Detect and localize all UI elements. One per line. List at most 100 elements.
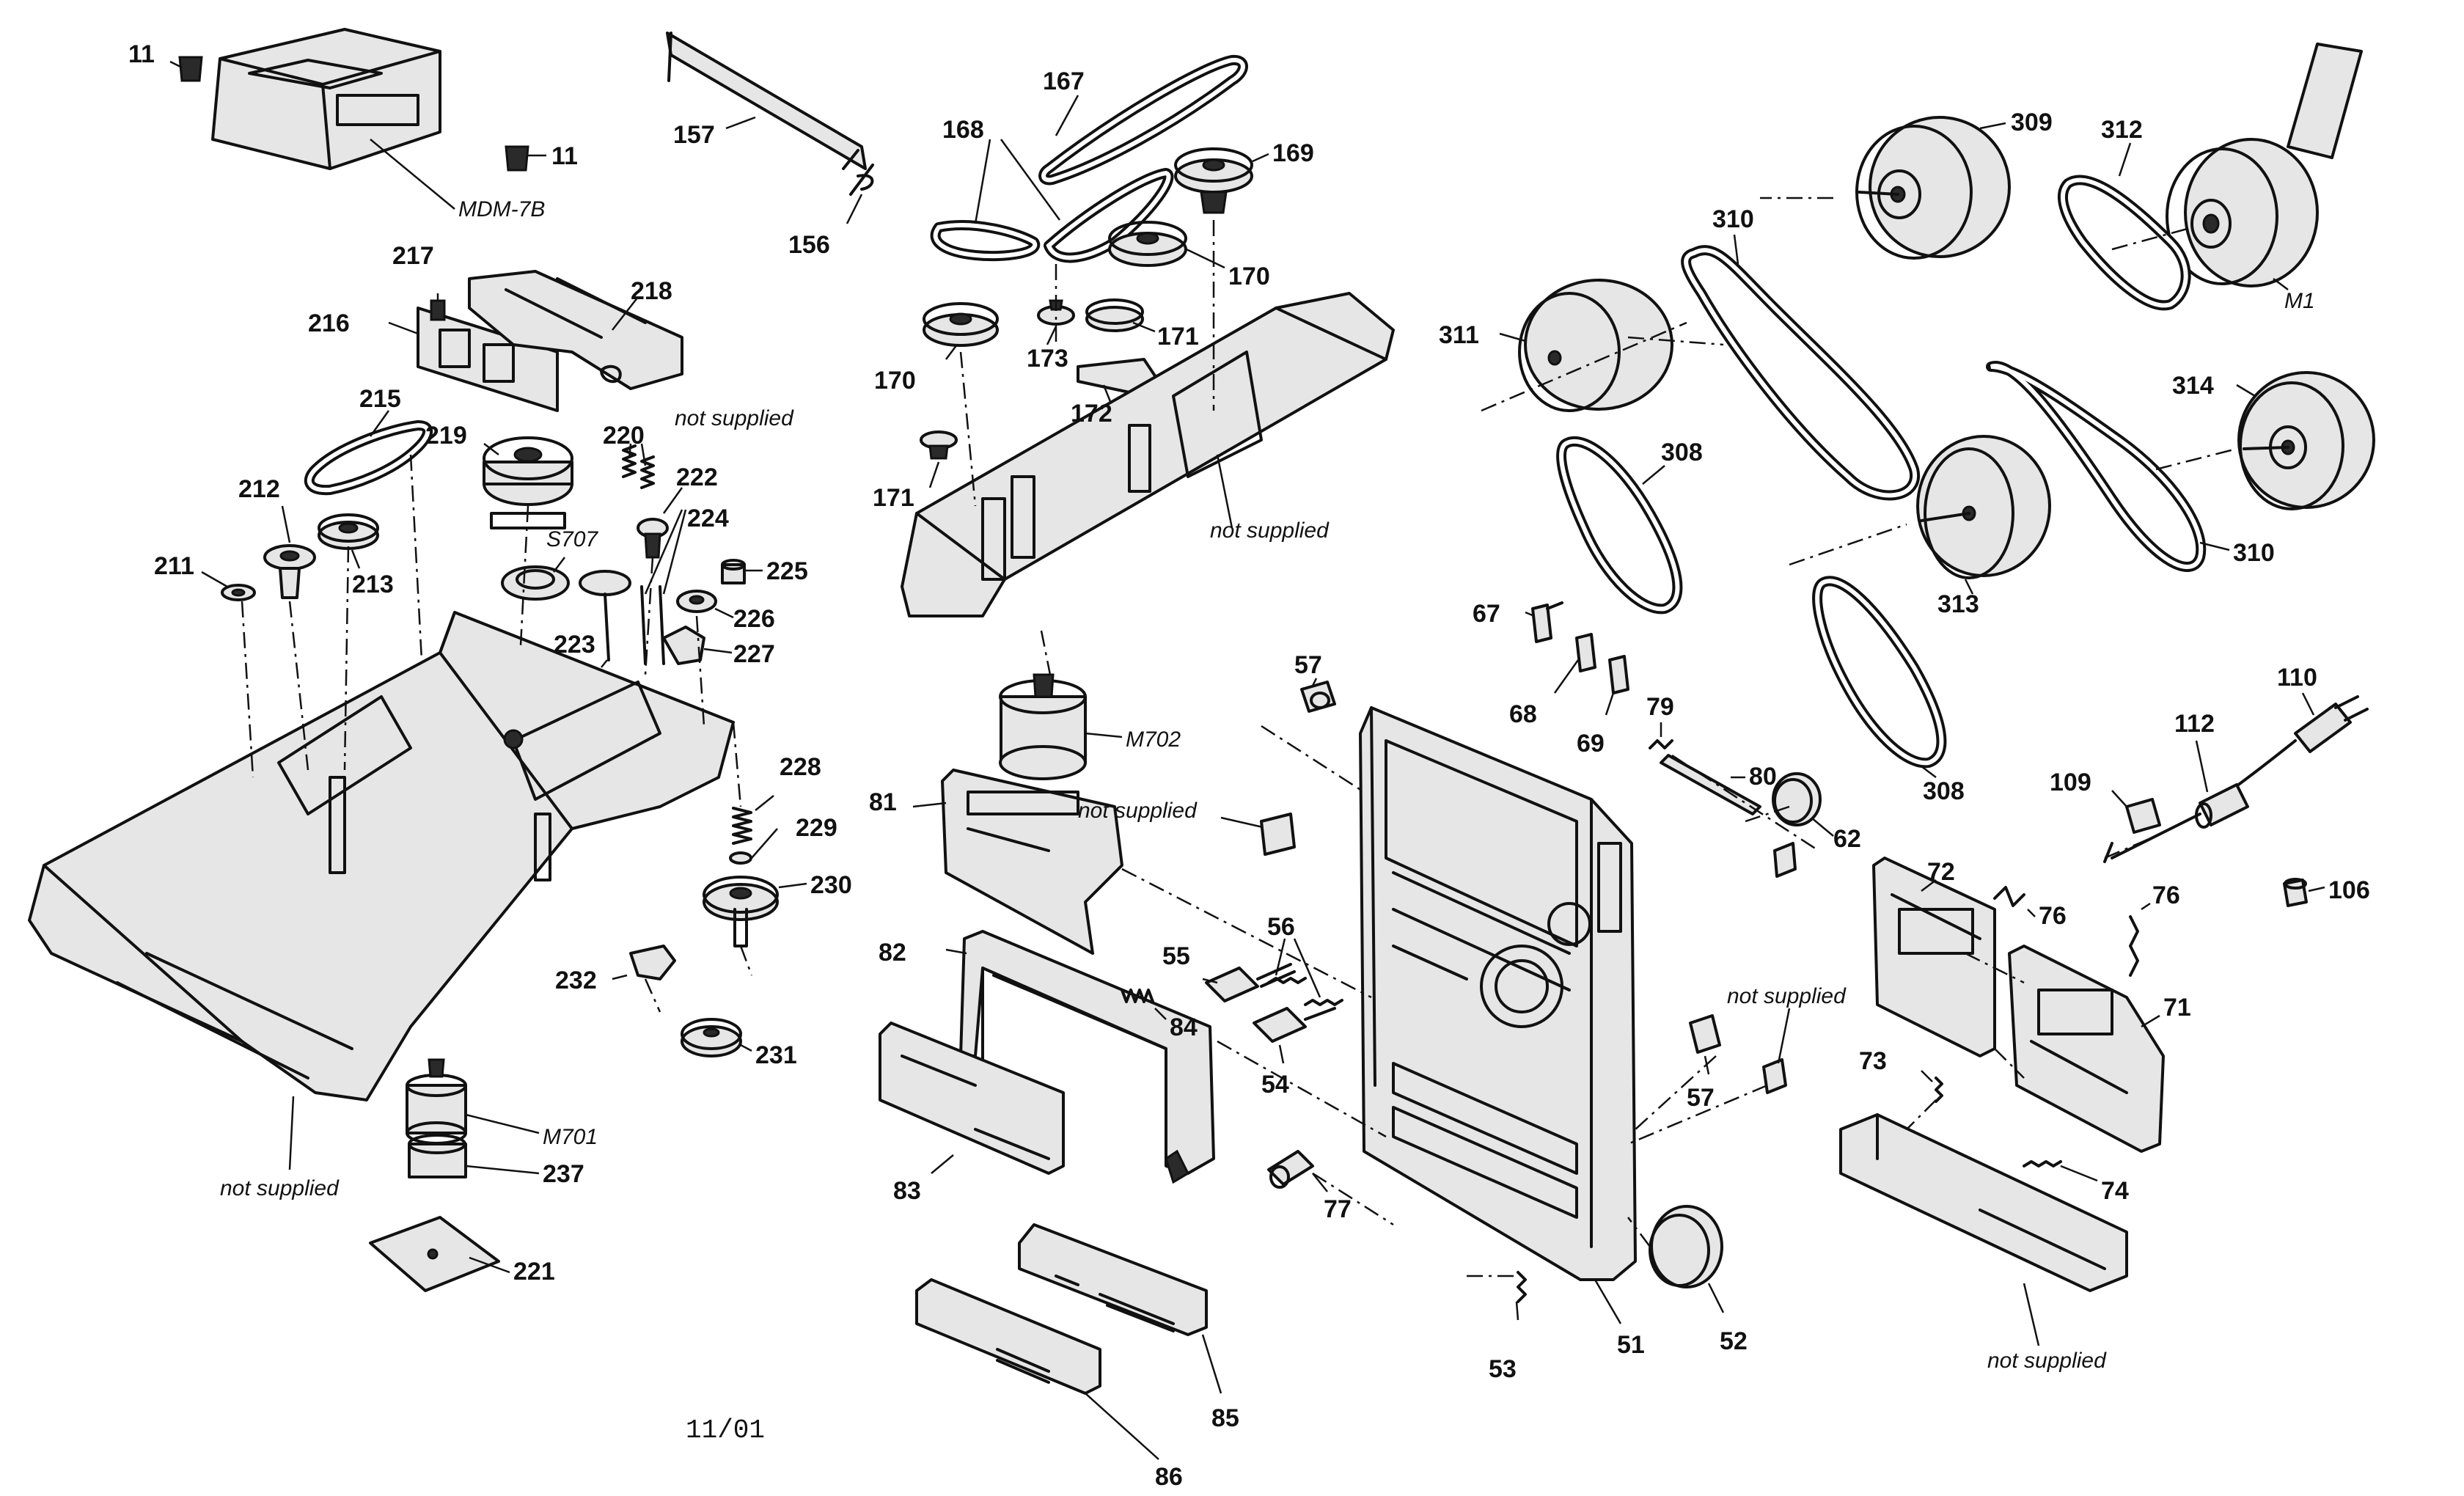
spring-74 (2023, 1160, 2098, 1182)
label-228: 228 (780, 753, 821, 781)
label-82: 82 (879, 939, 906, 967)
axis-right (1906, 835, 2157, 1130)
label-72: 72 (1927, 858, 1955, 886)
label-80: 80 (1749, 763, 1777, 791)
label-167: 167 (1043, 67, 1085, 95)
label-76-right: 76 (2152, 881, 2180, 909)
label-55: 55 (1162, 942, 1190, 970)
code-mdm7b: MDM-7B (458, 197, 545, 221)
holder-71 (2008, 945, 2165, 1153)
label-62: 62 (1833, 825, 1861, 853)
label-237: 237 (543, 1160, 584, 1188)
knob-52 (1649, 1205, 1725, 1313)
label-221: 221 (513, 1258, 555, 1286)
axis-front (1121, 725, 1819, 1277)
belt-168-right (1044, 168, 1174, 263)
spring-228 (732, 795, 774, 845)
bracket-not-supplied-lower (1762, 1008, 1791, 1094)
label-225: 225 (766, 557, 808, 585)
label-109: 109 (2050, 769, 2091, 796)
code-m701: M701 (543, 1125, 598, 1149)
label-169: 169 (1272, 139, 1314, 167)
gear-171-upper (1085, 298, 1156, 333)
belt-312 (2057, 142, 2191, 311)
label-171-upper: 171 (1157, 323, 1199, 351)
spring-79 (1649, 722, 1673, 749)
gear-173 (1037, 299, 1075, 345)
leader-168 (974, 139, 1061, 224)
code-s707: S707 (546, 527, 598, 551)
gear-171-lower (920, 430, 958, 488)
label-76-left: 76 (2039, 902, 2067, 930)
gear-222 (637, 487, 683, 559)
label-112: 112 (2174, 710, 2215, 738)
switch-68 (1553, 633, 1596, 694)
spring-53 (1515, 1271, 1527, 1321)
label-173: 173 (1027, 345, 1068, 373)
label-217: 217 (392, 242, 434, 270)
label-223: 223 (554, 631, 595, 659)
label-86: 86 (1155, 1463, 1183, 1491)
label-71: 71 (2163, 994, 2191, 1022)
label-57-upper: 57 (1294, 651, 1322, 679)
deck-chassis-center (901, 292, 1395, 617)
screw-11-left (169, 56, 203, 82)
connector-217 (430, 293, 446, 321)
note-not-supplied-chassis: not supplied (220, 1176, 340, 1200)
cap-225 (721, 559, 763, 584)
label-222: 222 (676, 463, 718, 491)
label-11-left: 11 (128, 40, 155, 68)
switch-69 (1605, 655, 1629, 716)
label-230: 230 (810, 871, 852, 899)
axis-deck (959, 220, 1215, 686)
footer-date: 11/01 (686, 1415, 765, 1445)
label-308-lower: 308 (1923, 777, 1965, 805)
pulley-213 (318, 513, 379, 569)
spring-76-left (1993, 886, 2036, 917)
label-226: 226 (733, 605, 775, 633)
note-not-supplied-right: not supplied (1727, 984, 1847, 1008)
spring-156 (846, 164, 874, 224)
label-53: 53 (1489, 1355, 1517, 1383)
base-bracket-right (1839, 1113, 2128, 1346)
holder-72 (1872, 857, 1996, 1057)
md-mechanism-mdm7b (211, 28, 455, 210)
label-211: 211 (154, 552, 194, 580)
belt-308-lower (1812, 576, 1947, 778)
label-73: 73 (1859, 1047, 1887, 1075)
note-not-supplied-bracket: not supplied (675, 406, 794, 430)
belt-308-upper (1556, 436, 1683, 615)
button-57-lower (1689, 1014, 1721, 1075)
clamp-109 (2103, 790, 2161, 863)
label-308-upper: 308 (1661, 439, 1703, 466)
label-216: 216 (308, 309, 350, 337)
gear-231 (681, 1018, 752, 1057)
knob-62 (1772, 772, 1834, 837)
gear-232 (612, 945, 676, 980)
label-68: 68 (1509, 700, 1537, 728)
label-69: 69 (1577, 730, 1605, 758)
label-215: 215 (359, 385, 401, 413)
label-172: 172 (1071, 400, 1112, 428)
label-168: 168 (942, 116, 984, 144)
motor-m701 (406, 1058, 540, 1145)
label-106: 106 (2328, 876, 2370, 904)
gear-223 (579, 570, 631, 668)
label-11-right: 11 (551, 142, 578, 170)
cover-86 (915, 1278, 1159, 1460)
label-312: 312 (2101, 116, 2143, 144)
label-81: 81 (869, 788, 897, 816)
code-m1: M1 (2284, 289, 2315, 313)
label-212: 212 (238, 475, 280, 503)
label-313: 313 (1937, 590, 1979, 618)
lever-54 (1253, 1007, 1336, 1064)
door-83 (879, 1022, 1065, 1175)
belt-168-left (930, 220, 1041, 262)
label-54: 54 (1261, 1071, 1289, 1099)
button-57-upper (1300, 678, 1336, 713)
motor-m1 (2166, 43, 2363, 290)
label-51: 51 (1617, 1331, 1645, 1359)
bracket-right-small (1773, 842, 1797, 878)
bracket-157 (666, 32, 867, 170)
flywheel-309 (1855, 116, 2011, 260)
